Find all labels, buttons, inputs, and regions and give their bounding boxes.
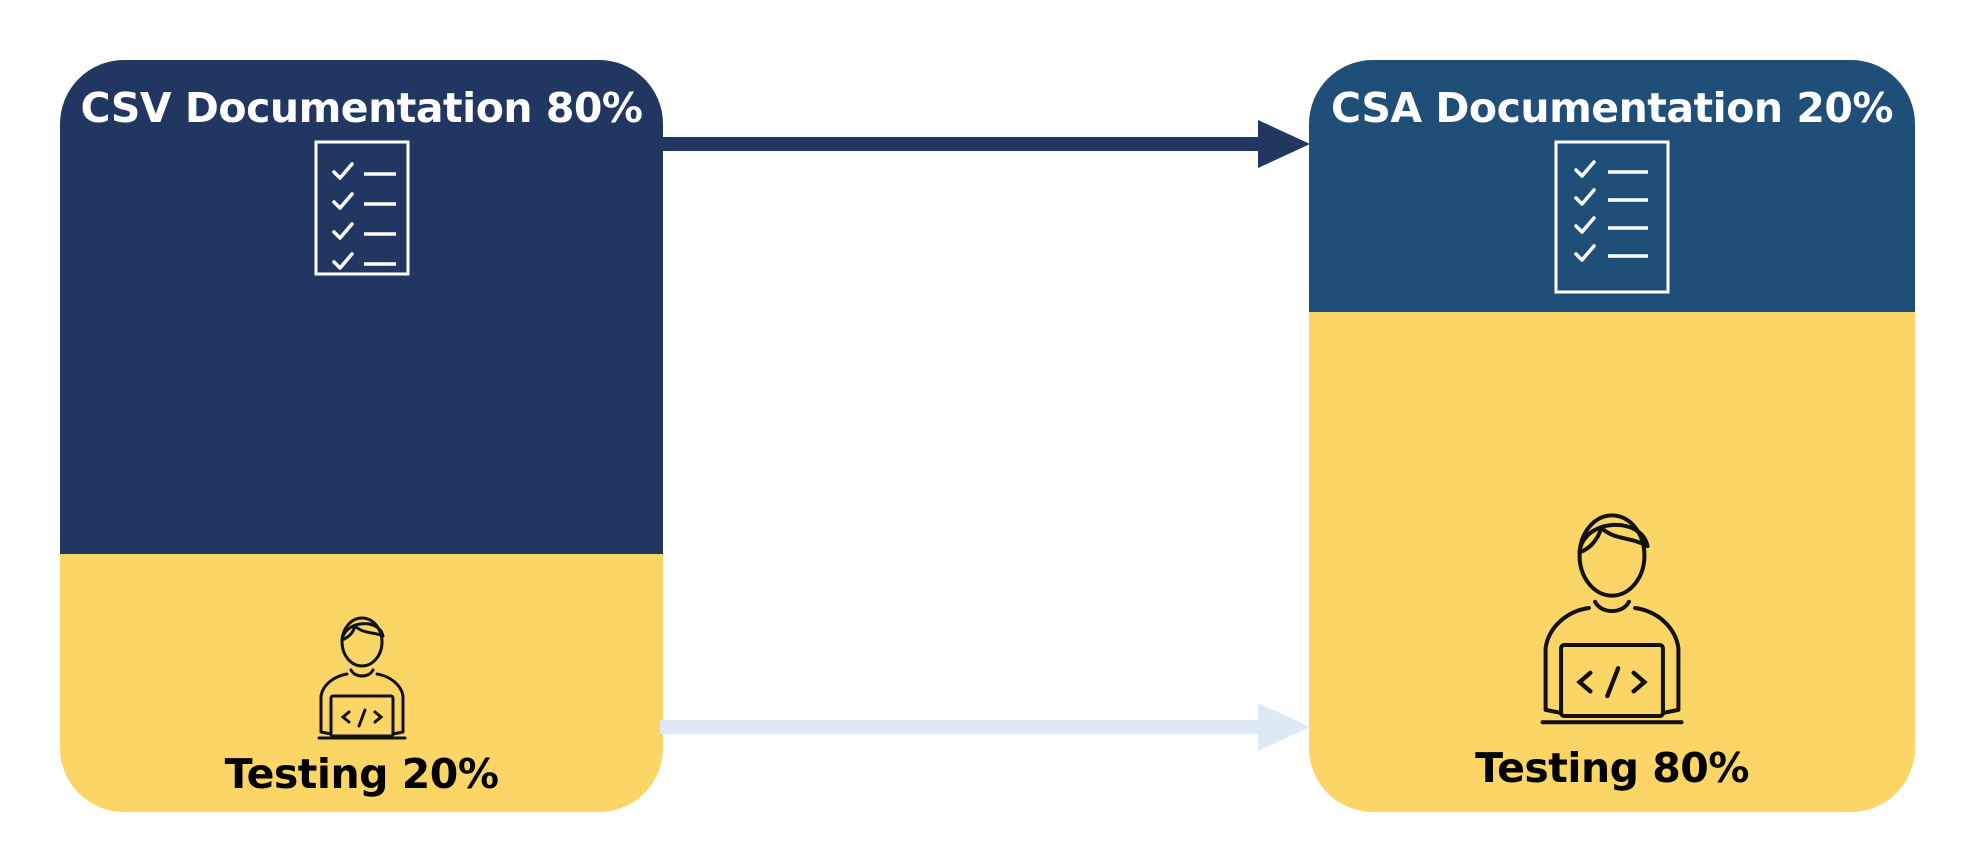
developer-laptop-icon <box>1540 513 1684 725</box>
checklist-icon <box>1554 140 1670 294</box>
csv-testing-label: Testing 20% <box>224 750 499 798</box>
csa-documentation-section: CSA Documentation 20% <box>1309 60 1915 312</box>
csv-testing-section: Testing 20% <box>60 554 663 812</box>
csv-card: CSV Documentation 80% <box>60 60 663 812</box>
csv-documentation-section: CSV Documentation 80% <box>60 60 663 554</box>
testing-arrow <box>660 703 1310 751</box>
checklist-icon <box>314 140 409 276</box>
csa-documentation-title: CSA Documentation 20% <box>1331 84 1893 132</box>
csa-testing-section: Testing 80% <box>1309 312 1915 812</box>
csa-testing-label: Testing 80% <box>1475 744 1749 792</box>
csv-documentation-title: CSV Documentation 80% <box>80 84 643 132</box>
documentation-arrow <box>660 120 1310 168</box>
developer-laptop-icon <box>317 616 406 740</box>
csa-card: CSA Documentation 20% <box>1309 60 1915 812</box>
